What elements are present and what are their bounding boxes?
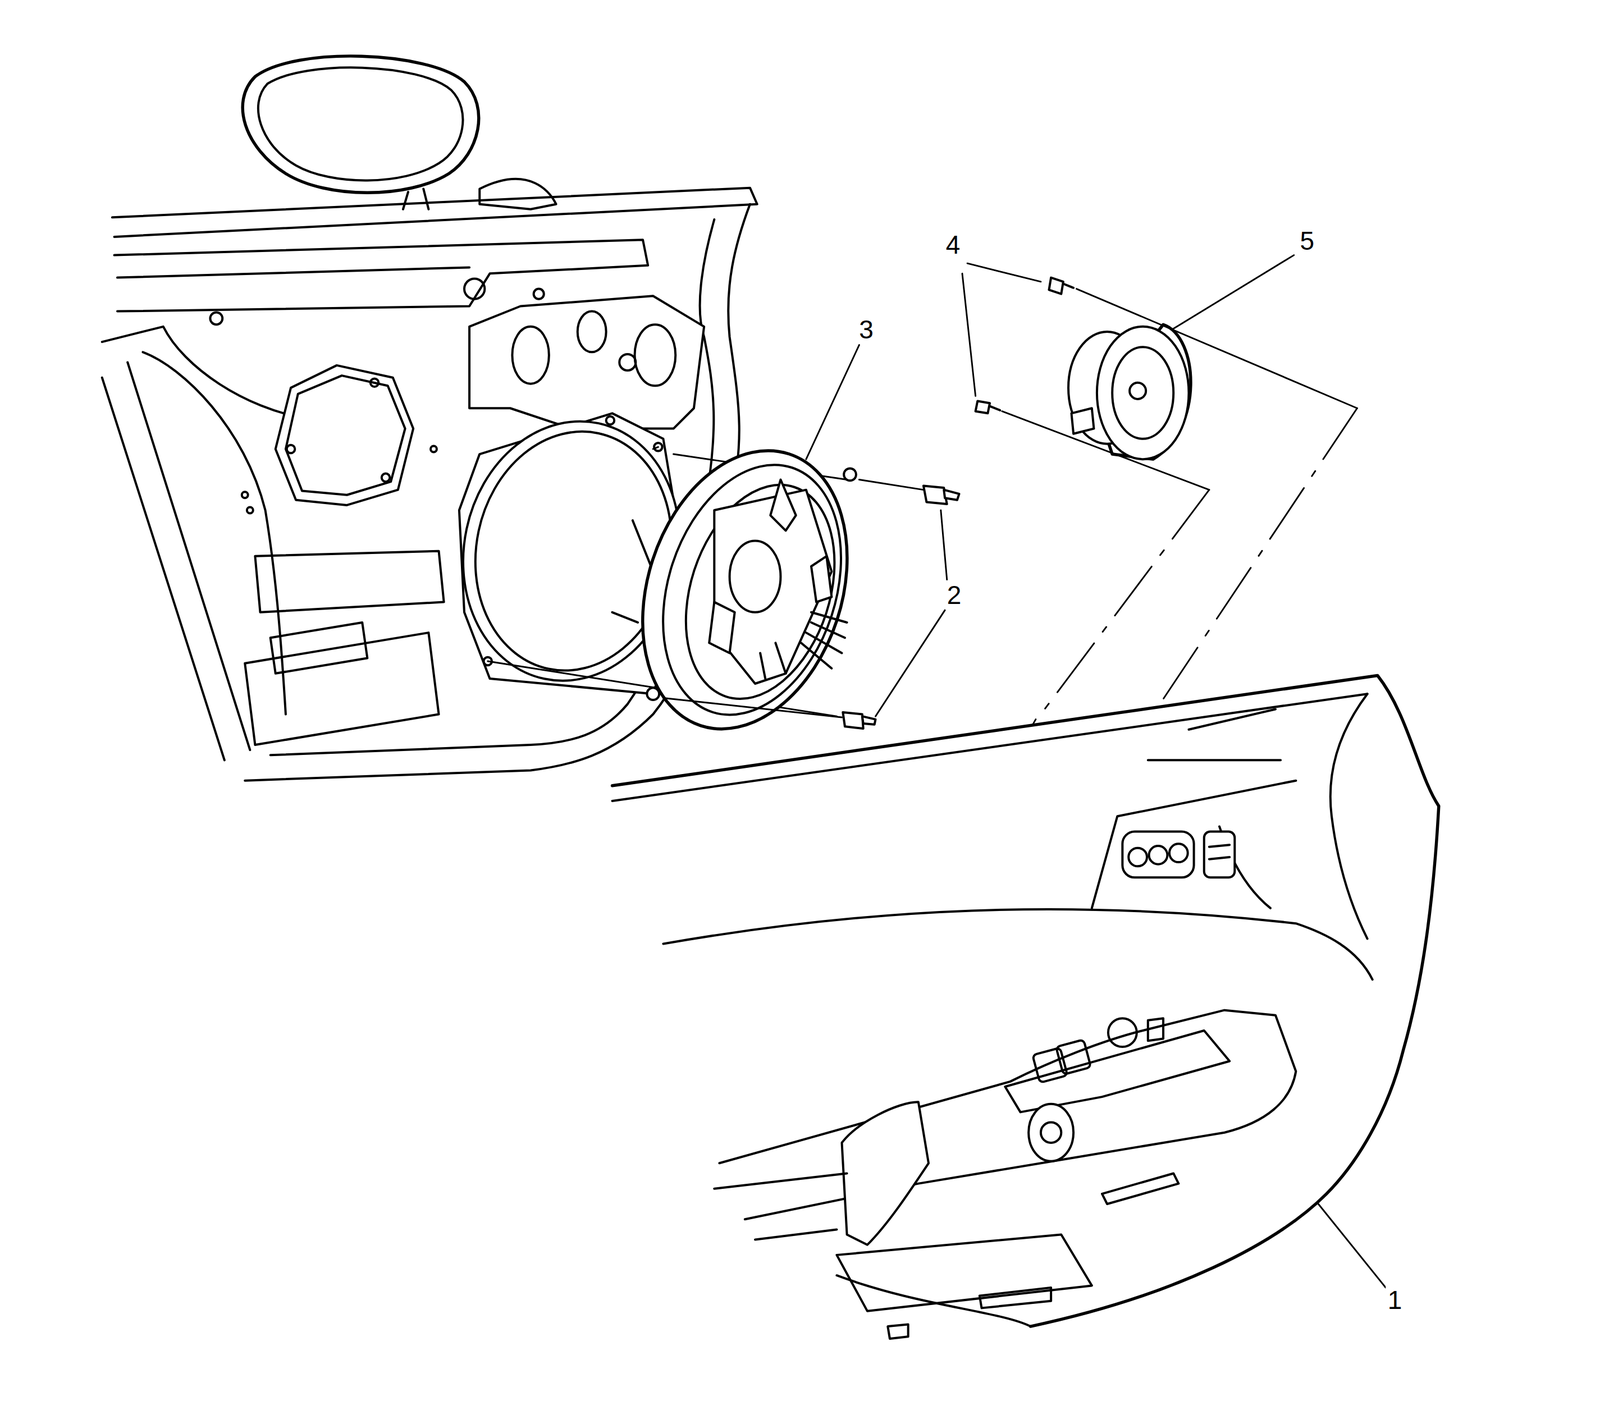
callout-number: 5 [1297, 226, 1318, 255]
door-inner-panel [102, 188, 758, 781]
callout-number: 2 [944, 581, 964, 610]
callout-number: 1 [1385, 1286, 1405, 1315]
callout-number: 4 [943, 230, 963, 259]
tweeter [975, 277, 1191, 460]
callout-number: 3 [856, 315, 876, 344]
door-trim-panel [612, 675, 1439, 1339]
door-speaker [608, 423, 882, 756]
side-mirror [242, 56, 556, 210]
screw [842, 485, 959, 729]
